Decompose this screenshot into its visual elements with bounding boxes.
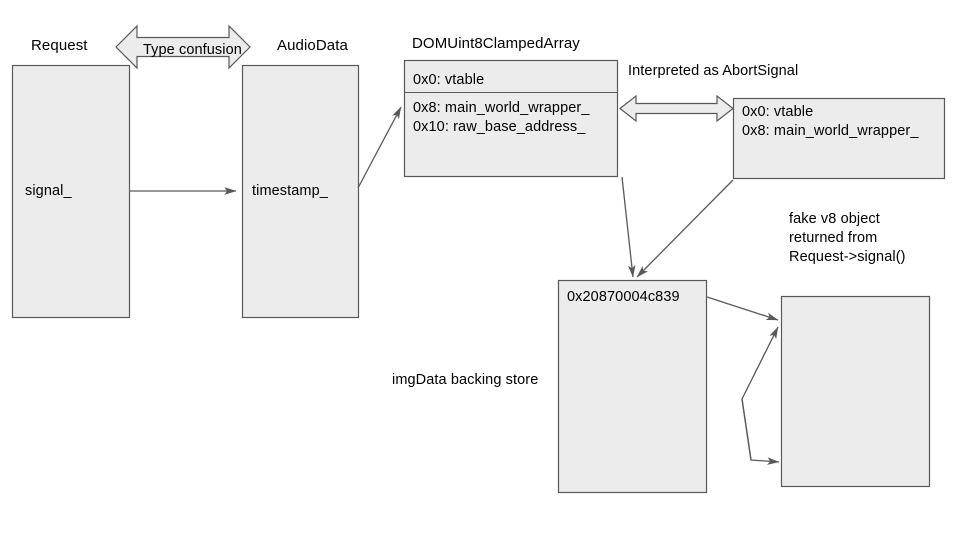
imgdata-value-label: 0x20870004c839 (567, 289, 680, 305)
request-title-label: Request (31, 37, 88, 54)
interpreted-as-abortsignal-block-arrow (619, 94, 734, 123)
request-signal-field-label: signal_ (25, 183, 72, 199)
imgdata-backing-store-box (557, 279, 708, 494)
domuint8clampedarray-row-1-label: 0x8: main_world_wrapper_ (413, 100, 590, 116)
fake-v8-object-label: fake v8 object returned from Request->si… (789, 211, 906, 265)
type-confusion-label: Type confusion (143, 42, 242, 58)
audiodata-timestamp-field-label: timestamp_ (252, 183, 328, 199)
fake-v8-object-self-reference-arrow-down (741, 398, 780, 465)
abortsignal-wrapper-to-imgdata-arrow (636, 179, 734, 278)
type-confusion-block-arrow (115, 24, 251, 70)
audiodata-title-label: AudioData (277, 37, 348, 54)
interpreted-as-abortsignal-label: Interpreted as AbortSignal (628, 63, 799, 79)
imgdata-backing-store-label: imgData backing store (392, 372, 539, 388)
audiodata-box (241, 64, 360, 319)
fake-v8-object-box (780, 295, 931, 488)
domuint8clampedarray-title-label: DOMUint8ClampedArray (412, 35, 580, 52)
request-box (11, 64, 131, 319)
raw-base-address-to-imgdata-arrow (621, 176, 636, 278)
abortsignal-row-1-label: 0x8: main_world_wrapper_ (742, 123, 919, 139)
imgdata-to-fake-v8-object-arrow (706, 296, 779, 321)
domuint8clampedarray-row-0-label: 0x0: vtable (413, 72, 485, 88)
domuint8clampedarray-row-2-label: 0x10: raw_base_address_ (413, 119, 586, 135)
abortsignal-row-0-label: 0x0: vtable (742, 104, 814, 120)
audiodata-to-domuint8clampedarray-arrow (357, 106, 402, 189)
domuint8clampedarray-box (403, 59, 619, 178)
abortsignal-box (732, 97, 946, 180)
